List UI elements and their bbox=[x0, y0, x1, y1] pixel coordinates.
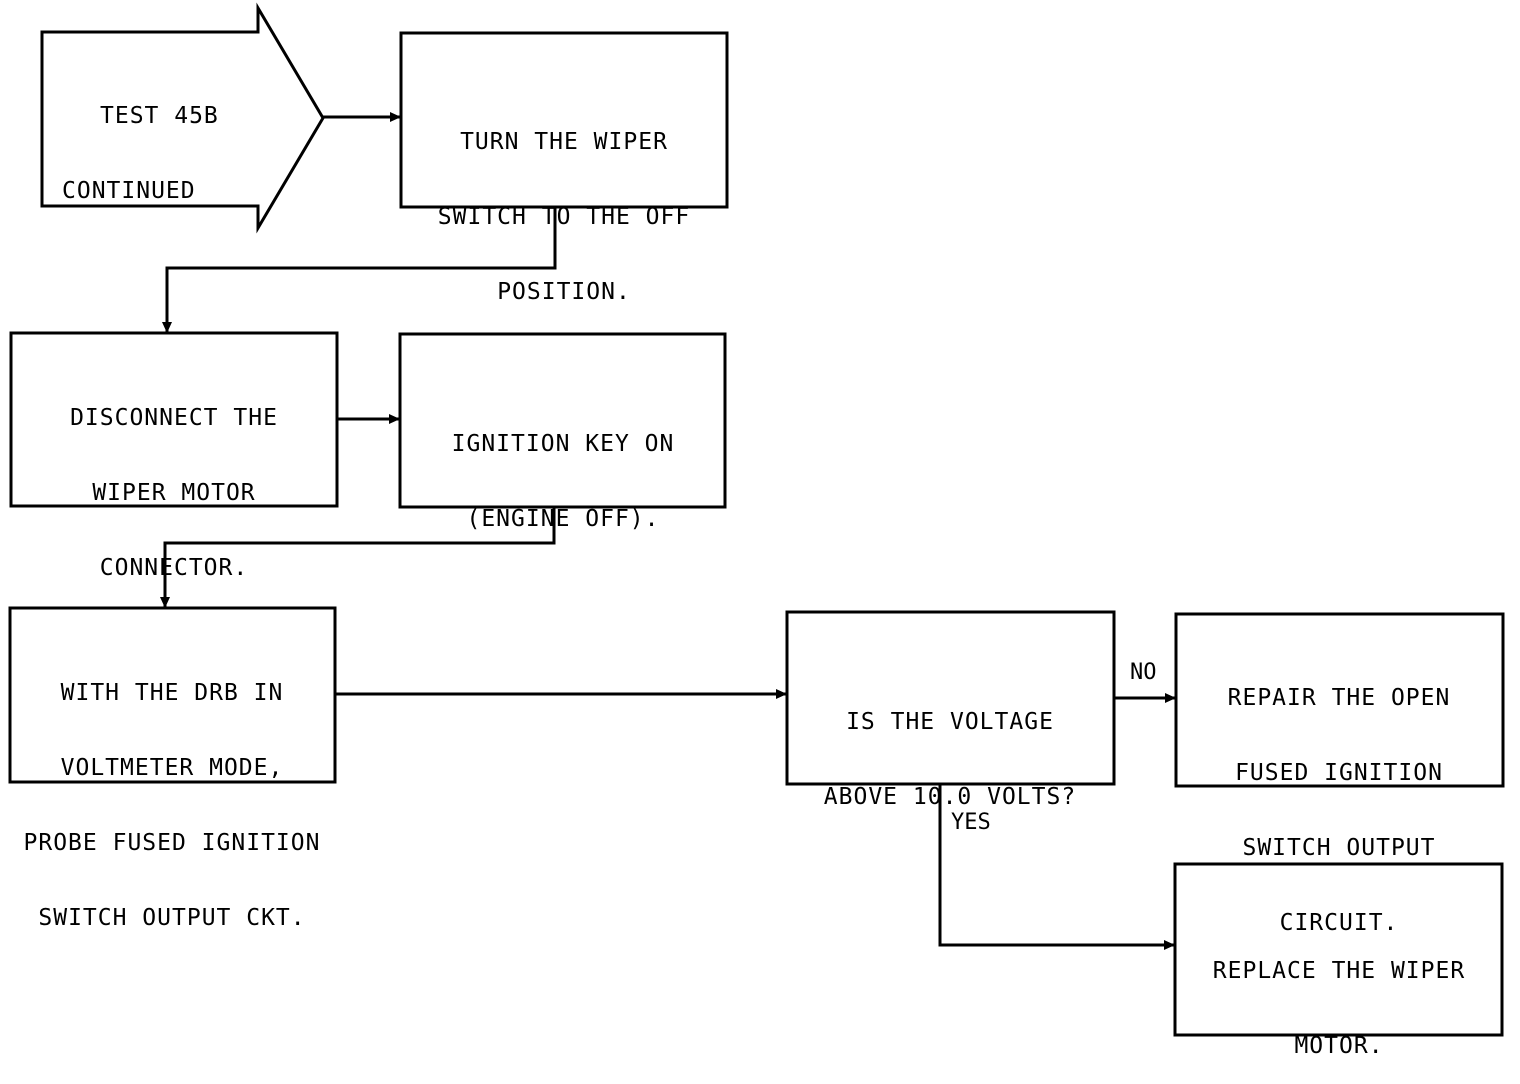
flowchart-canvas bbox=[8, 2, 1505, 1037]
label-line: FUSED IGNITION bbox=[1235, 760, 1443, 786]
start-label-line: TEST 45B bbox=[100, 103, 219, 129]
connector-ignition-to-probe bbox=[160, 507, 556, 608]
repair-circuit-label: REPAIR THE OPEN FUSED IGNITION SWITCH OU… bbox=[1178, 636, 1500, 961]
start-label: TEST 45B CONTINUED bbox=[62, 54, 232, 229]
label-line: CONNECTOR. bbox=[99, 555, 249, 581]
turn-wiper-off-label: TURN THE WIPER SWITCH TO THE OFF POSITIO… bbox=[404, 80, 724, 330]
label-line: MOTOR. bbox=[1294, 1033, 1384, 1059]
label-line: SWITCH OUTPUT CKT. bbox=[38, 905, 306, 931]
probe-circuit-label: WITH THE DRB IN VOLTMETER MODE, PROBE FU… bbox=[12, 631, 332, 956]
label-line: PROBE FUSED IGNITION bbox=[23, 830, 321, 856]
connector-yes-branch bbox=[938, 784, 1175, 950]
label-line: POSITION. bbox=[497, 279, 631, 305]
start-arrow-shape bbox=[40, 2, 325, 234]
ignition-on-label: IGNITION KEY ON (ENGINE OFF). bbox=[403, 382, 723, 557]
label-line: SWITCH TO THE OFF bbox=[437, 204, 691, 230]
label-line: DISCONNECT THE bbox=[70, 405, 278, 431]
connector-turn-off-to-disconnect bbox=[162, 207, 557, 333]
label-line: IGNITION KEY ON bbox=[451, 431, 675, 457]
disconnect-connector-label: DISCONNECT THE WIPER MOTOR CONNECTOR. bbox=[14, 356, 334, 606]
no-branch-label: NO bbox=[1130, 660, 1157, 685]
label-line: CIRCUIT. bbox=[1279, 910, 1399, 936]
box-turn-wiper-off bbox=[399, 31, 729, 209]
label-line: REPLACE THE WIPER bbox=[1212, 958, 1466, 984]
box-ignition-on bbox=[398, 332, 727, 509]
label-line: WITH THE DRB IN bbox=[60, 680, 284, 706]
label-line: SWITCH OUTPUT bbox=[1242, 835, 1436, 861]
label-line: ABOVE 10.0 VOLTS? bbox=[823, 784, 1077, 810]
label-line: IS THE VOLTAGE bbox=[846, 709, 1054, 735]
replace-motor-label: REPLACE THE WIPER MOTOR. bbox=[1178, 909, 1500, 1084]
label-line: (ENGINE OFF). bbox=[466, 506, 660, 532]
label-line: TURN THE WIPER bbox=[460, 129, 668, 155]
voltage-question-label: IS THE VOLTAGE ABOVE 10.0 VOLTS? bbox=[789, 660, 1111, 835]
box-replace-motor bbox=[1173, 862, 1504, 1037]
box-repair-circuit bbox=[1174, 612, 1505, 788]
start-label-line: CONTINUED bbox=[62, 178, 196, 204]
label-line: REPAIR THE OPEN bbox=[1227, 685, 1451, 711]
yes-branch-label: YES bbox=[951, 810, 991, 835]
label-line: VOLTMETER MODE, bbox=[60, 755, 284, 781]
label-line: WIPER MOTOR bbox=[92, 480, 256, 506]
